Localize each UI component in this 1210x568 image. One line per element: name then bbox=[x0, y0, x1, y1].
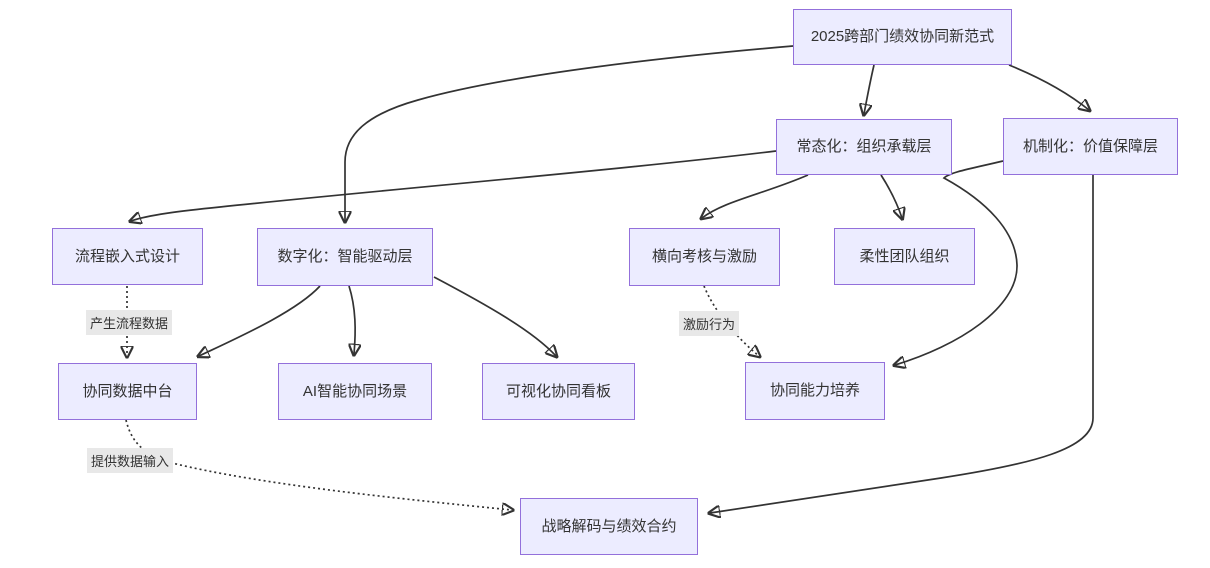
edge-org-to-process bbox=[131, 150, 777, 221]
edge-value-to-capability bbox=[895, 160, 1018, 365]
node-capability-training: 协同能力培养 bbox=[745, 362, 885, 420]
edge-digital-to-platform bbox=[199, 285, 321, 356]
edge-label-produce-process-data: 产生流程数据 bbox=[86, 310, 173, 335]
node-strategy-contract: 战略解码与绩效合约 bbox=[520, 498, 698, 555]
node-org-layer: 常态化：组织承载层 bbox=[776, 119, 952, 175]
node-ai-scene: AI智能协同场景 bbox=[278, 363, 432, 420]
edge-digital-to-board bbox=[433, 276, 556, 356]
edge-org-to-team bbox=[880, 174, 902, 218]
node-value-layer: 机制化：价值保障层 bbox=[1003, 118, 1178, 175]
edge-label-incentive-behavior: 激励行为 bbox=[679, 311, 740, 336]
edge-value-to-strategy bbox=[710, 175, 1094, 513]
node-visual-board: 可视化协同看板 bbox=[482, 363, 635, 420]
edge-root-to-value bbox=[1008, 64, 1089, 110]
edge-label-provide-data-input: 提供数据输入 bbox=[87, 448, 174, 473]
node-root: 2025跨部门绩效协同新范式 bbox=[793, 9, 1012, 65]
edge-root-to-digital bbox=[345, 45, 794, 221]
node-horizontal-review: 横向考核与激励 bbox=[629, 228, 780, 286]
edge-digital-to-ai bbox=[349, 285, 355, 354]
edge-review-to-capability bbox=[703, 285, 759, 356]
node-digital-layer: 数字化：智能驱动层 bbox=[257, 228, 433, 286]
node-flexible-team: 柔性团队组织 bbox=[834, 228, 975, 285]
node-data-platform: 协同数据中台 bbox=[58, 363, 197, 420]
edge-platform-to-strategy bbox=[125, 419, 512, 510]
edge-root-to-org bbox=[864, 64, 875, 114]
edge-org-to-review bbox=[702, 174, 809, 218]
node-process-design: 流程嵌入式设计 bbox=[52, 228, 203, 285]
